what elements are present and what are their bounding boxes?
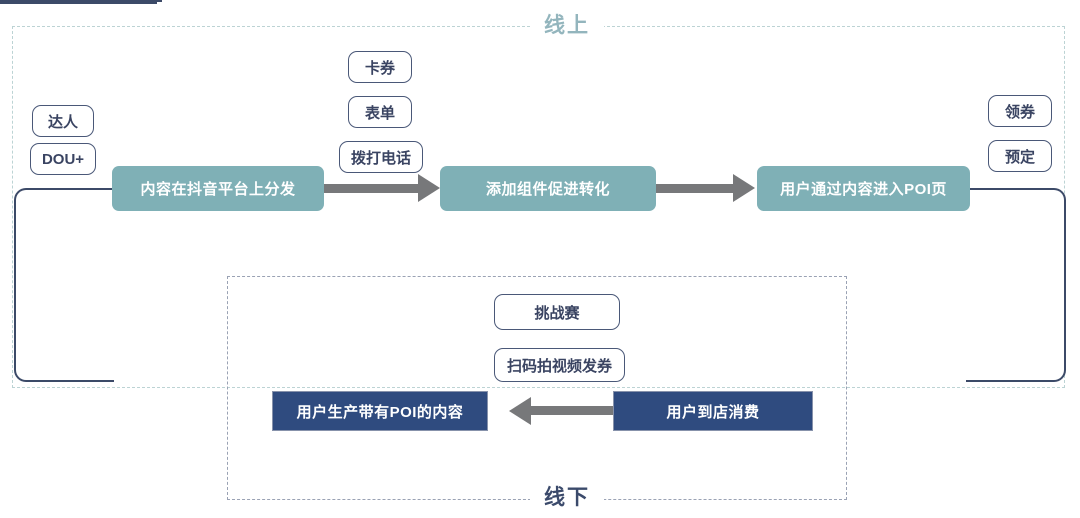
pill-claim-coupon[interactable]: 领券: [988, 95, 1052, 127]
process-box-content-distribution[interactable]: 内容在抖音平台上分发: [112, 166, 324, 211]
process-box-enter-poi-page[interactable]: 用户通过内容进入POI页: [757, 166, 970, 211]
arrow-distribute-to-component-head: [418, 174, 440, 202]
pill-influencer[interactable]: 达人: [32, 105, 94, 137]
arrow-consume-to-ugc-head: [509, 397, 531, 425]
region-online-title: 线上: [530, 15, 604, 36]
loop-connector-right-tail: [0, 2, 157, 5]
process-box-user-in-store-consumption[interactable]: 用户到店消费: [613, 391, 813, 431]
process-box-user-generated-poi-content[interactable]: 用户生产带有POI的内容: [272, 391, 488, 431]
pill-form[interactable]: 表单: [348, 96, 412, 128]
pill-reservation[interactable]: 预定: [988, 140, 1052, 172]
arrow-component-to-poi-head: [733, 174, 755, 202]
loop-connector-right: [966, 188, 1066, 382]
region-offline-title: 线下: [530, 487, 604, 508]
arrow-consume-to-ugc-shaft: [531, 406, 615, 415]
pill-challenge-event[interactable]: 挑战赛: [494, 294, 620, 330]
process-box-add-component[interactable]: 添加组件促进转化: [440, 166, 656, 211]
loop-connector-left-tail: [0, 0, 162, 3]
loop-connector-left: [14, 188, 114, 382]
arrow-distribute-to-component-shaft: [324, 184, 420, 193]
pill-dou-plus[interactable]: DOU+: [30, 143, 96, 175]
pill-card-coupon[interactable]: 卡券: [348, 51, 412, 83]
pill-phone-call[interactable]: 拨打电话: [339, 141, 423, 173]
arrow-component-to-poi-shaft: [656, 184, 735, 193]
pill-scan-to-film-coupon[interactable]: 扫码拍视频发券: [494, 348, 625, 382]
